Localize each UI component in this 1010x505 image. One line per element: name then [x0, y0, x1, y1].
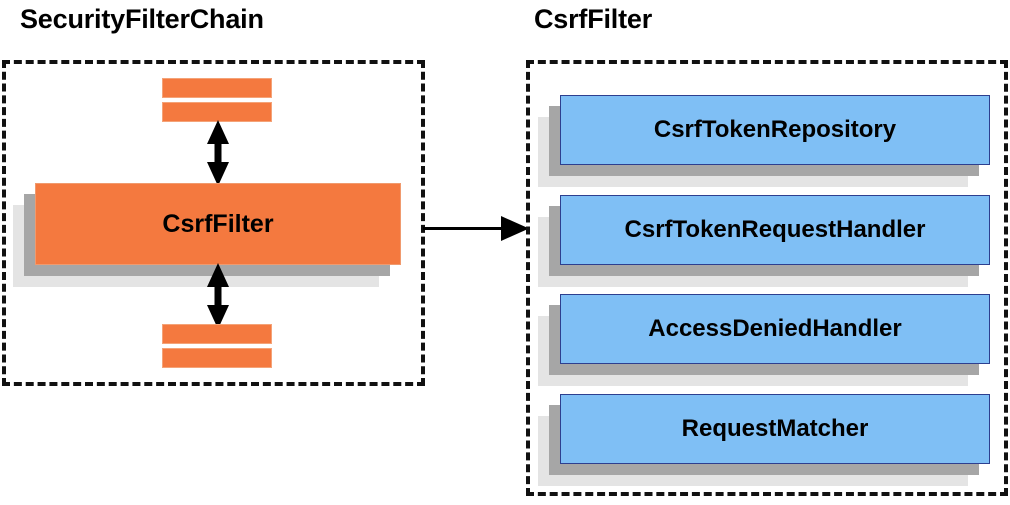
node-csrf-filter[interactable]: CsrfFilter [13, 183, 401, 287]
chain-down-double-arrow [207, 263, 229, 329]
csrf-filter-collaborators-panel [526, 60, 1008, 496]
chain-up-double-arrow [207, 120, 229, 186]
node-label-csrf-filter: CsrfFilter [162, 209, 274, 238]
node-face: CsrfFilter [35, 183, 401, 265]
chain-filter-bar-below-2 [162, 348, 272, 368]
chain-filter-bar-above-2 [162, 102, 272, 122]
node-label-request-matcher: RequestMatcher [681, 415, 869, 442]
node-face: RequestMatcher [560, 394, 990, 464]
node-label-csrf-token-repository: CsrfTokenRepository [653, 116, 897, 143]
node-face: CsrfTokenRequestHandler [560, 195, 990, 265]
node-face: AccessDeniedHandler [560, 294, 990, 364]
panel-title-csrf-filter: CsrfFilter [534, 4, 653, 34]
security-filter-chain-panel [2, 60, 425, 386]
node-label-csrf-token-request-handler: CsrfTokenRequestHandler [624, 216, 926, 243]
node-face: CsrfTokenRepository [560, 95, 990, 165]
chain-filter-bar-above-1 [162, 78, 272, 98]
expansion-arrow-right [423, 216, 529, 241]
node-csrf-token-repository[interactable]: CsrfTokenRepository [538, 95, 990, 187]
node-csrf-token-request-handler[interactable]: CsrfTokenRequestHandler [538, 195, 990, 287]
chain-filter-bar-below-1 [162, 324, 272, 344]
node-access-denied-handler[interactable]: AccessDeniedHandler [538, 294, 990, 386]
node-request-matcher[interactable]: RequestMatcher [538, 394, 990, 486]
node-label-access-denied-handler: AccessDeniedHandler [648, 315, 902, 342]
panel-title-security-filter-chain: SecurityFilterChain [20, 4, 264, 34]
